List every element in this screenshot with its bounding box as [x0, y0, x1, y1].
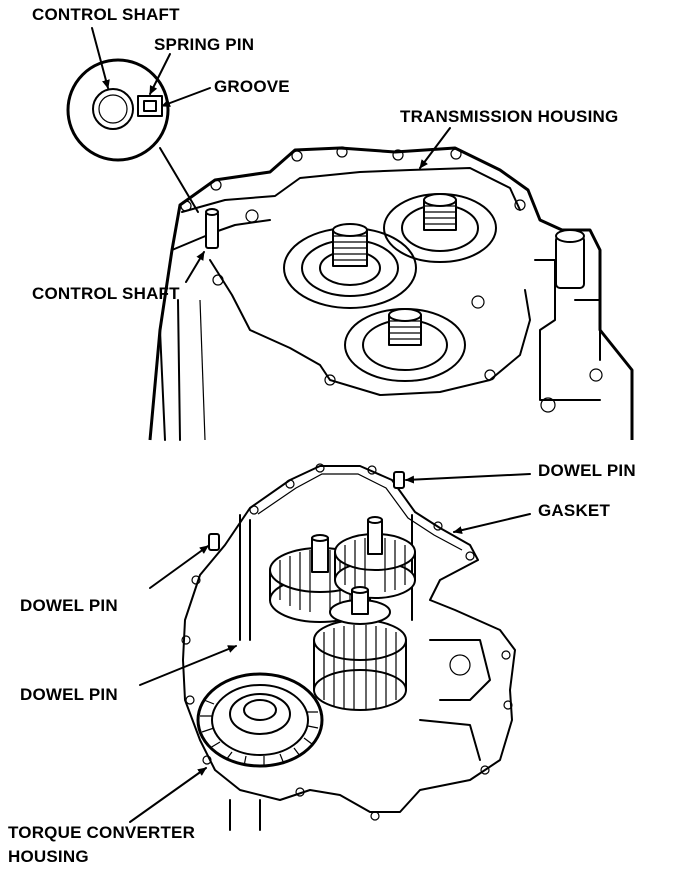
label-dowel-pin-top-right: DOWEL PIN: [538, 461, 636, 480]
countershaft-bearing: [383, 193, 497, 263]
label-dowel-pin-left-upper: DOWEL PIN: [20, 596, 118, 615]
label-torque-converter: TORQUE CONVERTER: [8, 823, 195, 842]
label-control-shaft-detail: CONTROL SHAFT: [32, 5, 180, 24]
control-shaft-part: [205, 208, 219, 249]
secondary-shaft-bearing: [344, 308, 466, 382]
gasket-outline: [182, 465, 516, 813]
housing-right-fittings: [534, 229, 603, 413]
mainshaft-bearing: [283, 223, 417, 309]
label-dowel-pin-left-lower: DOWEL PIN: [20, 685, 118, 704]
control-shaft-detail-view: [66, 58, 199, 213]
gear-stack-upper-right: [334, 516, 416, 599]
label-housing: HOUSING: [8, 847, 89, 866]
label-control-shaft: CONTROL SHAFT: [32, 284, 180, 303]
leader-lines: [91, 27, 531, 823]
label-groove: GROOVE: [214, 77, 290, 96]
dowel-pin-part-left: [208, 533, 220, 551]
labels: CONTROL SHAFT SPRING PIN GROOVE TRANSMIS…: [8, 5, 636, 866]
label-transmission-housing: TRANSMISSION HOUSING: [400, 107, 618, 126]
label-spring-pin: SPRING PIN: [154, 35, 254, 54]
gear-stack-center: [313, 586, 407, 711]
differential-ring-gear: [196, 672, 324, 768]
label-gasket: GASKET: [538, 501, 610, 520]
dowel-pin-part-top: [393, 471, 405, 489]
torque-converter-housing-illustration: [181, 463, 516, 831]
transmission-housing-illustration: [148, 146, 634, 441]
